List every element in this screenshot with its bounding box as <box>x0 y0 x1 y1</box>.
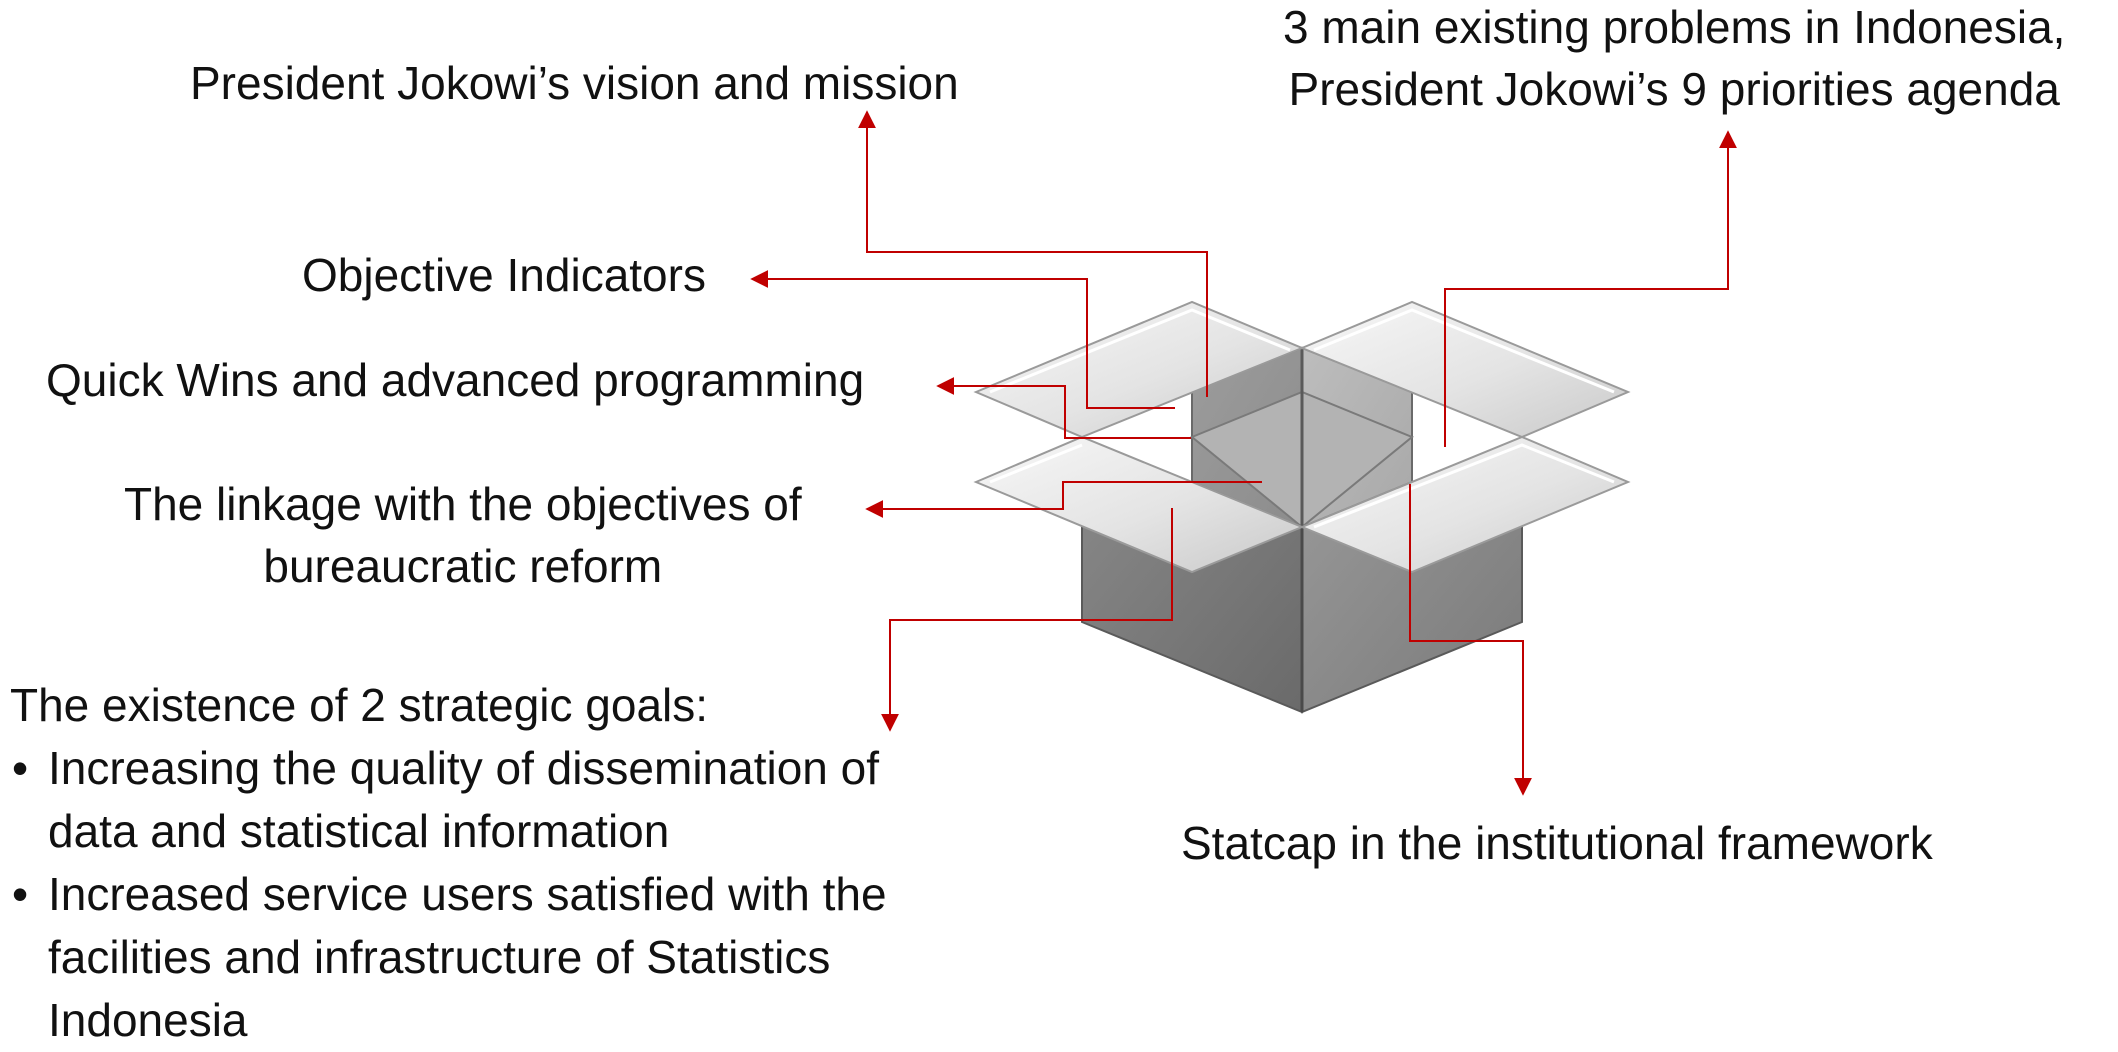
arrow-statcap <box>1409 484 1532 796</box>
arrow-goals <box>881 508 1173 732</box>
bullet-icon: • <box>12 868 29 920</box>
bullet-icon: • <box>12 742 29 794</box>
label-existing-problems: 3 main existing problems in Indonesia, P… <box>1283 1 2066 115</box>
strategic-goals-heading: The existence of 2 strategic goals: <box>10 679 709 731</box>
arrow-problems <box>1444 130 1737 447</box>
arrow-quickwins <box>936 377 1191 439</box>
arrow-objective <box>750 270 1175 409</box>
open-box-icon <box>973 300 1631 714</box>
label-vision-mission: President Jokowi’s vision and mission <box>190 57 959 109</box>
label-statcap: Statcap in the institutional framework <box>1181 817 1933 869</box>
connector-arrows <box>750 110 1737 796</box>
strategic-goals-block: The existence of 2 strategic goals: • In… <box>10 674 887 1052</box>
strategic-goal-item: • Increased service users satisfied with… <box>10 863 887 1052</box>
arrow-vision <box>858 110 1208 397</box>
strategic-goal-item: • Increasing the quality of disseminatio… <box>10 737 887 863</box>
label-quick-wins: Quick Wins and advanced programming <box>46 354 865 406</box>
box-flap-bottom-right <box>1299 435 1631 574</box>
box-flap-top-right <box>1299 300 1631 439</box>
label-objective-indicators: Objective Indicators <box>302 249 706 301</box>
strategic-goals-list: • Increasing the quality of disseminatio… <box>10 737 887 1052</box>
label-bureaucratic-linkage: The linkage with the objectives of burea… <box>124 478 802 592</box>
arrow-linkage <box>865 481 1262 518</box>
